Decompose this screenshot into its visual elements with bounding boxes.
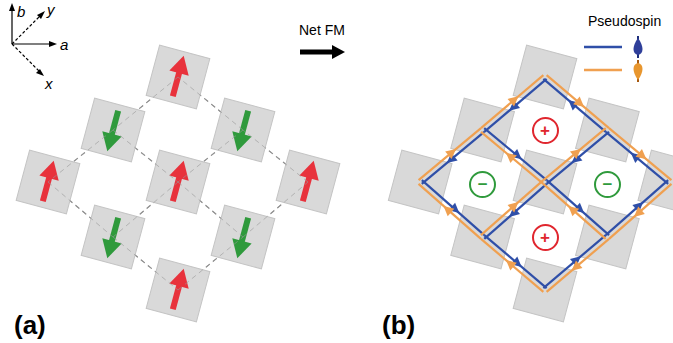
spin-arrow bbox=[33, 158, 63, 204]
panel-label: (b) bbox=[382, 312, 415, 338]
spin-arrow bbox=[228, 108, 258, 154]
orange-pseudospin-loop bbox=[481, 75, 543, 128]
lattice-square bbox=[638, 150, 673, 214]
orange-pseudospin-loop-head bbox=[444, 206, 455, 216]
panel-label: (a) bbox=[14, 312, 46, 338]
orange-pseudospin-loop-head bbox=[573, 97, 584, 107]
orange-pseudospin-loop bbox=[609, 128, 671, 180]
arrow-head bbox=[169, 53, 193, 76]
dashed-bond bbox=[243, 182, 308, 237]
dashed-bond bbox=[178, 237, 243, 290]
arrow-head bbox=[228, 238, 252, 261]
text-label: Pseudospin bbox=[588, 14, 661, 28]
panel-a-lattice bbox=[16, 45, 340, 322]
orange-pseudospin-loop bbox=[419, 128, 481, 180]
arrow-head bbox=[299, 158, 323, 181]
orange-pseudospin-loop bbox=[547, 239, 609, 292]
arrow-head bbox=[39, 158, 63, 181]
net-fm-arrow bbox=[300, 45, 345, 59]
spin-arrow bbox=[98, 108, 128, 154]
arrow-shaft bbox=[173, 176, 180, 201]
dashed-bond bbox=[113, 130, 178, 182]
arrow-head bbox=[169, 266, 193, 289]
panel-b-lattice bbox=[388, 45, 673, 322]
orange-pseudospin-loop-head bbox=[508, 202, 519, 212]
text-label: Net FM bbox=[299, 23, 345, 37]
orange-pseudospin-loop-head bbox=[636, 149, 647, 159]
text-label: b bbox=[17, 4, 25, 19]
orange-pseudospin-loop-head bbox=[506, 260, 517, 270]
dashed-bond bbox=[243, 182, 308, 237]
orange-pseudospin-loop-head bbox=[445, 149, 456, 159]
orange-pseudospin-loop-head bbox=[570, 149, 581, 159]
charge-circle: − bbox=[469, 171, 496, 198]
text-label: a bbox=[60, 37, 68, 52]
charge-circle: + bbox=[532, 224, 559, 251]
spin-arrow bbox=[228, 215, 258, 261]
arrow-shaft bbox=[241, 218, 248, 243]
charge-circle: + bbox=[532, 117, 559, 144]
charge-sign: − bbox=[602, 176, 612, 193]
dashed-bond bbox=[113, 237, 178, 290]
orange-pseudospin-loop bbox=[481, 239, 543, 292]
arrow-shaft bbox=[43, 176, 50, 201]
dashed-bond bbox=[48, 182, 113, 237]
text-label: y bbox=[47, 2, 55, 17]
text-label: x bbox=[45, 76, 53, 91]
charge-circle: − bbox=[594, 171, 621, 198]
orange-pseudospin-loop-head bbox=[572, 260, 583, 270]
dashed-bond bbox=[113, 182, 178, 237]
dashed-bond bbox=[48, 130, 113, 182]
orange-pseudospin-loop-head bbox=[508, 96, 519, 106]
charge-sign: − bbox=[478, 176, 488, 193]
axes bbox=[9, 3, 57, 76]
dashed-bond bbox=[243, 130, 308, 182]
dashed-bond bbox=[113, 182, 178, 237]
dashed-bond bbox=[178, 182, 243, 237]
spin-arrow bbox=[98, 215, 128, 261]
arrow-shaft bbox=[173, 71, 180, 96]
spin-arrow bbox=[163, 266, 193, 312]
dashed-bond bbox=[113, 77, 178, 130]
orange-pseudospin-loop-head bbox=[634, 207, 645, 217]
charge-sign: + bbox=[540, 229, 550, 246]
orange-pseudospin-loop-head bbox=[506, 153, 517, 163]
arrow-head bbox=[98, 238, 122, 261]
dashed-bond bbox=[178, 130, 243, 182]
dashed-bond bbox=[178, 77, 243, 130]
arrow-head bbox=[98, 131, 122, 154]
orange-pseudospin-loop bbox=[547, 75, 609, 128]
spin-arrow bbox=[293, 158, 323, 204]
pseudospin-legend bbox=[584, 36, 643, 82]
spin-arrow bbox=[163, 53, 193, 99]
arrow-shaft bbox=[241, 111, 248, 136]
charge-sign: + bbox=[540, 122, 550, 139]
orange-pseudospin-loop-head bbox=[568, 206, 579, 216]
spin-arrow bbox=[163, 158, 193, 204]
